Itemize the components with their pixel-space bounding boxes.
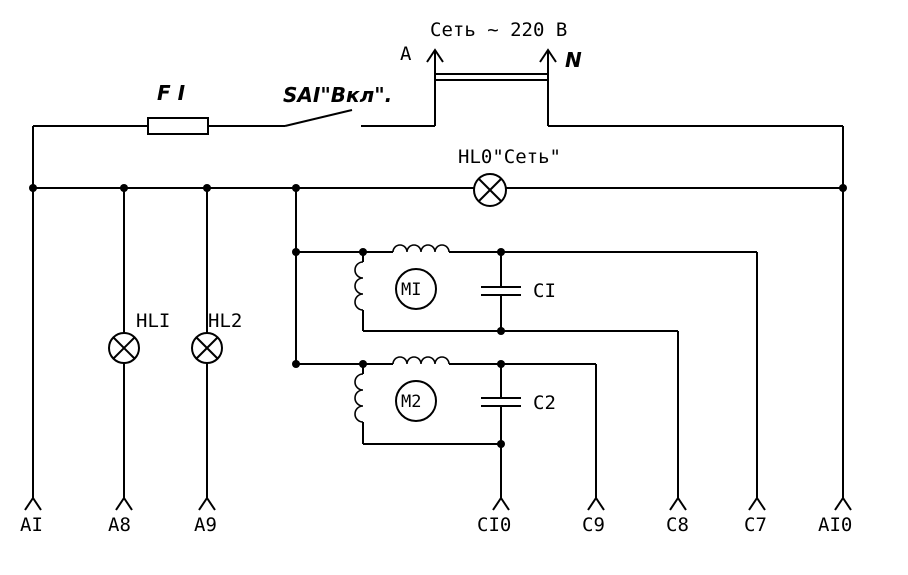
switch-symbol xyxy=(284,109,353,127)
capacitor-1-label: CI xyxy=(533,280,556,302)
terminal-c8: C8 xyxy=(666,514,689,536)
fuse-symbol xyxy=(147,117,209,135)
terminal-marks xyxy=(24,496,852,511)
motor-2-label: M2 xyxy=(401,392,421,412)
fuse-label: F I xyxy=(157,81,186,105)
neutral-label: N xyxy=(565,48,582,72)
supply-title: Сеть ~ 220 В xyxy=(430,19,567,41)
terminal-a1: AI xyxy=(20,514,43,536)
terminal-c7: C7 xyxy=(744,514,767,536)
supply-input xyxy=(426,48,557,126)
phase-label: А xyxy=(400,43,412,65)
lamp-2-symbol xyxy=(191,332,223,364)
terminal-a8: A8 xyxy=(108,514,131,536)
main-lamp-label: HL0"Сеть" xyxy=(458,146,561,168)
motor-2-symbol xyxy=(395,380,437,422)
terminal-a9: A9 xyxy=(194,514,217,536)
lamp-1-symbol xyxy=(108,332,140,364)
switch-label: SAI"Вкл". xyxy=(283,83,392,107)
motor-1-circuit xyxy=(292,244,758,498)
motor-1-label: MI xyxy=(401,280,421,300)
terminal-c10: CI0 xyxy=(477,514,511,536)
terminal-a10: AI0 xyxy=(818,514,852,536)
lamp-2-label: HL2 xyxy=(208,310,242,332)
motor-1-symbol xyxy=(395,268,437,310)
capacitor-2-label: C2 xyxy=(533,392,556,414)
main-bus xyxy=(29,126,847,498)
lamp-1-label: HLI xyxy=(136,310,170,332)
terminal-c9: C9 xyxy=(582,514,605,536)
main-lamp-symbol xyxy=(473,173,507,207)
motor-2-circuit xyxy=(292,356,597,498)
